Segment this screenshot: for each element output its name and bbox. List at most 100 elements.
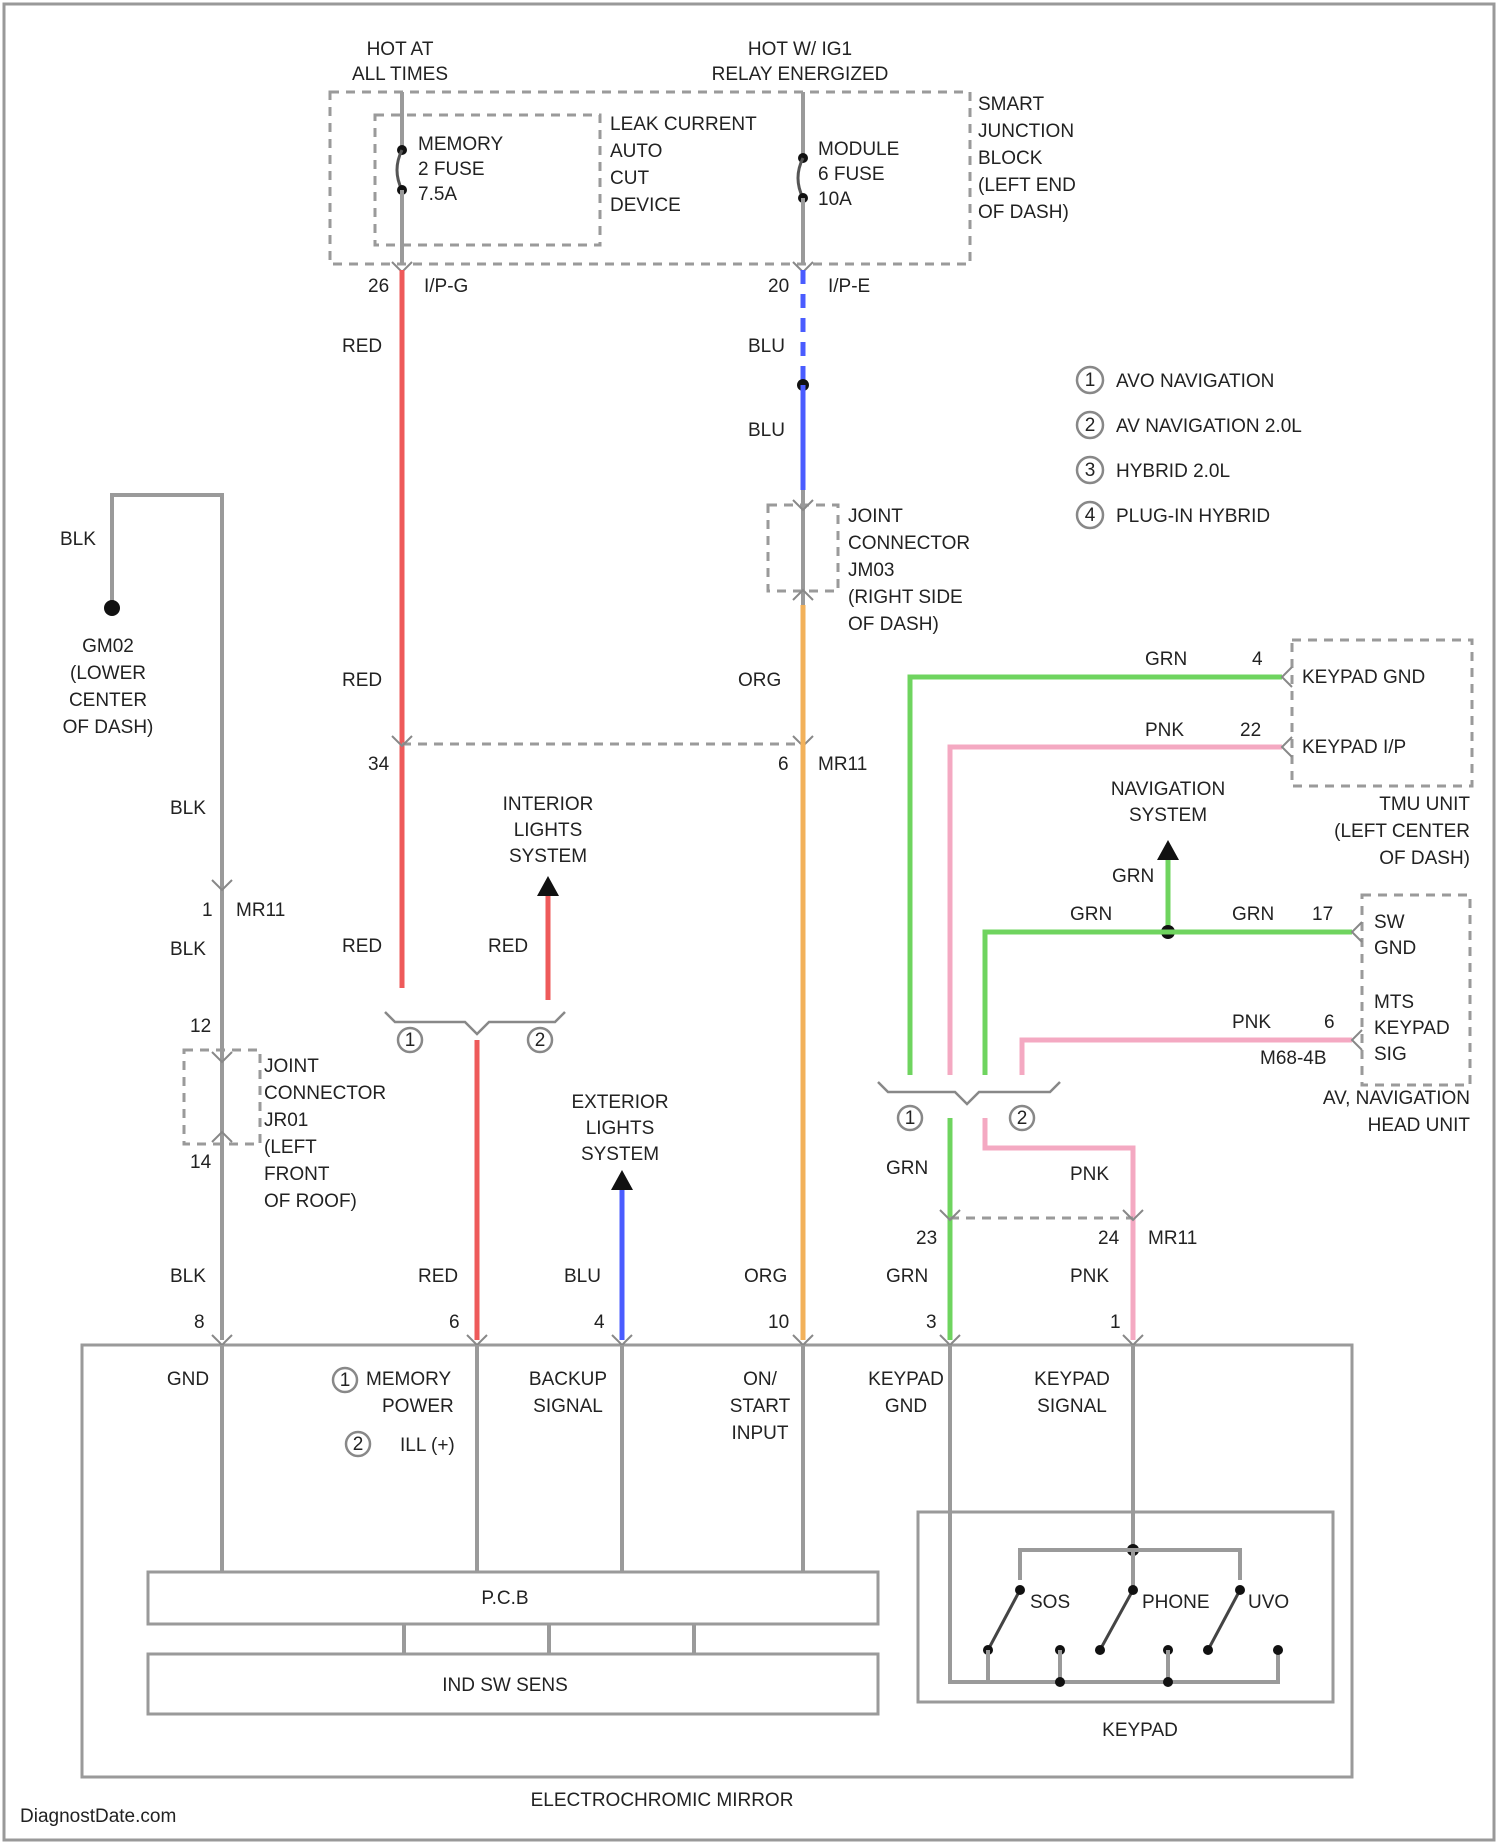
wire-label-grn: GRN bbox=[1232, 904, 1274, 925]
hot-at-all-times-line1: HOT AT bbox=[367, 39, 434, 60]
keypad-node bbox=[1163, 1677, 1173, 1687]
mirror-kgnd-1: KEYPAD bbox=[868, 1369, 944, 1390]
interior-line: SYSTEM bbox=[509, 846, 587, 867]
module-fuse-line: 10A bbox=[818, 189, 852, 210]
exterior-lights-arrow-icon bbox=[611, 1170, 633, 1190]
exterior-lights-label: EXTERIOR LIGHTS SYSTEM bbox=[571, 1092, 668, 1165]
mirror-pin-ign: 10 bbox=[768, 1312, 789, 1333]
sos-terminal bbox=[1015, 1585, 1025, 1595]
legend-num: 3 bbox=[1085, 460, 1096, 481]
jr01-line: JOINT bbox=[264, 1056, 319, 1077]
exterior-line: LIGHTS bbox=[586, 1118, 655, 1139]
memory-fuse-line: 7.5A bbox=[418, 184, 457, 205]
pcb-label: P.C.B bbox=[481, 1588, 528, 1609]
jr01-pin-top: 12 bbox=[190, 1016, 211, 1037]
keypad-return-bus bbox=[950, 1512, 1278, 1682]
av-sw-gnd-2: GND bbox=[1374, 938, 1416, 959]
mirror-backup-1: BACKUP bbox=[529, 1369, 607, 1390]
legend-num: 4 bbox=[1085, 505, 1096, 526]
wire-label-blu: BLU bbox=[748, 420, 785, 441]
av-mts-2: KEYPAD bbox=[1374, 1018, 1450, 1039]
option-bracket-keypad bbox=[878, 1082, 1060, 1104]
jm03-line: JM03 bbox=[848, 560, 894, 581]
av-nav-label: AV, NAVIGATION HEAD UNIT bbox=[1323, 1088, 1471, 1136]
interior-line: INTERIOR bbox=[503, 794, 594, 815]
mirror-kgnd-2: GND bbox=[885, 1396, 927, 1417]
wire-label-blk: BLK bbox=[60, 529, 96, 550]
gm02-line: GM02 bbox=[82, 636, 134, 657]
jr01-label: JOINT CONNECTOR JR01 (LEFT FRONT OF ROOF… bbox=[264, 1056, 386, 1212]
nav-pin-pnk: 6 bbox=[1324, 1012, 1335, 1033]
leak-line: LEAK CURRENT bbox=[610, 114, 757, 135]
av-nav-line: AV, NAVIGATION bbox=[1323, 1088, 1470, 1109]
mirror-title: ELECTROCHROMIC MIRROR bbox=[531, 1790, 794, 1811]
wire-label-org: ORG bbox=[744, 1266, 787, 1287]
memory-fuse-icon bbox=[397, 150, 402, 190]
av-sw-gnd-1: SW bbox=[1374, 912, 1405, 933]
mr11-pin-right: 6 bbox=[778, 754, 789, 775]
mirror-ign-3: INPUT bbox=[732, 1423, 789, 1444]
sjb-conn-right: I/P-E bbox=[828, 276, 870, 297]
tmu-keypad-ip: KEYPAD I/P bbox=[1302, 737, 1406, 758]
option-legend: 1 AVO NAVIGATION 2 AV NAVIGATION 2.0L 3 … bbox=[1077, 367, 1302, 528]
wire-label-org: ORG bbox=[738, 670, 781, 691]
tmu-unit-box bbox=[1292, 640, 1472, 786]
tmu-line: TMU UNIT bbox=[1379, 794, 1470, 815]
sos-label: SOS bbox=[1030, 1592, 1070, 1613]
gm02-line: OF DASH) bbox=[63, 717, 154, 738]
wire-label-grn: GRN bbox=[1145, 649, 1187, 670]
option-badge-num: 1 bbox=[405, 1030, 416, 1051]
wire-label-red: RED bbox=[342, 670, 382, 691]
mirror-ill: ILL (+) bbox=[400, 1435, 455, 1456]
jr01-line: (LEFT bbox=[264, 1137, 317, 1158]
jm03-line: JOINT bbox=[848, 506, 903, 527]
mr11-label: MR11 bbox=[818, 754, 867, 775]
jm03-line: (RIGHT SIDE bbox=[848, 587, 963, 608]
ground-gm02-icon bbox=[104, 600, 120, 616]
sos-switch-icon bbox=[988, 1590, 1020, 1650]
wire-label-grn: GRN bbox=[886, 1158, 928, 1179]
keypad-switch-uvo[interactable]: UVO bbox=[1203, 1585, 1289, 1655]
gm02-label: GM02 (LOWER CENTER OF DASH) bbox=[63, 636, 154, 738]
gnd-mr11-label: MR11 bbox=[236, 900, 285, 921]
bottom-mr11-label: MR11 bbox=[1148, 1228, 1197, 1249]
option-badge-num: 1 bbox=[905, 1108, 916, 1129]
leak-line: CUT bbox=[610, 168, 649, 189]
tmu-pin-pnk: 22 bbox=[1240, 720, 1261, 741]
jr01-line: CONNECTOR bbox=[264, 1083, 386, 1104]
tmu-label: TMU UNIT (LEFT CENTER OF DASH) bbox=[1334, 794, 1470, 869]
phone-switch-icon bbox=[1100, 1590, 1133, 1650]
phone-terminal bbox=[1128, 1585, 1138, 1595]
legend-label: PLUG-IN HYBRID bbox=[1116, 506, 1270, 527]
memory-fuse-line: 2 FUSE bbox=[418, 159, 485, 180]
wire-label-pnk: PNK bbox=[1070, 1266, 1109, 1287]
hot-relay-line1: HOT W/ IG1 bbox=[748, 39, 852, 60]
wire-label-grn: GRN bbox=[1112, 866, 1154, 887]
wire-label-blk: BLK bbox=[170, 1266, 206, 1287]
hot-relay-line2: RELAY ENERGIZED bbox=[712, 64, 889, 85]
memory-fuse-line: MEMORY bbox=[418, 134, 503, 155]
uvo-switch-icon bbox=[1208, 1590, 1240, 1650]
tmu-line: (LEFT CENTER bbox=[1334, 821, 1470, 842]
mirror-pin-gnd: 8 bbox=[194, 1312, 205, 1333]
interior-lights-label: INTERIOR LIGHTS SYSTEM bbox=[503, 794, 594, 867]
gm02-line: CENTER bbox=[69, 690, 147, 711]
legend-num: 2 bbox=[1085, 415, 1096, 436]
tmu-pin-grn: 4 bbox=[1252, 649, 1263, 670]
keypad-node bbox=[1273, 1645, 1283, 1655]
wire-label-blu: BLU bbox=[564, 1266, 601, 1287]
sjb-line: JUNCTION bbox=[978, 121, 1074, 142]
interior-lights-arrow-icon bbox=[537, 876, 559, 896]
keypad-switch-sos[interactable]: SOS bbox=[983, 1585, 1070, 1655]
mirror-ign-2: START bbox=[730, 1396, 791, 1417]
module-fuse-line: MODULE bbox=[818, 139, 899, 160]
keypad-switch-phone[interactable]: PHONE bbox=[1095, 1585, 1210, 1655]
keypad-node bbox=[1055, 1677, 1065, 1687]
wire-label-pnk: PNK bbox=[1145, 720, 1184, 741]
option-badge-num: 2 bbox=[353, 1434, 364, 1455]
mirror-backup-2: SIGNAL bbox=[533, 1396, 603, 1417]
mirror-memory-power-2: POWER bbox=[382, 1396, 454, 1417]
bottom-mr11-pin-left: 23 bbox=[916, 1228, 937, 1249]
wire-label-blk: BLK bbox=[170, 798, 206, 819]
